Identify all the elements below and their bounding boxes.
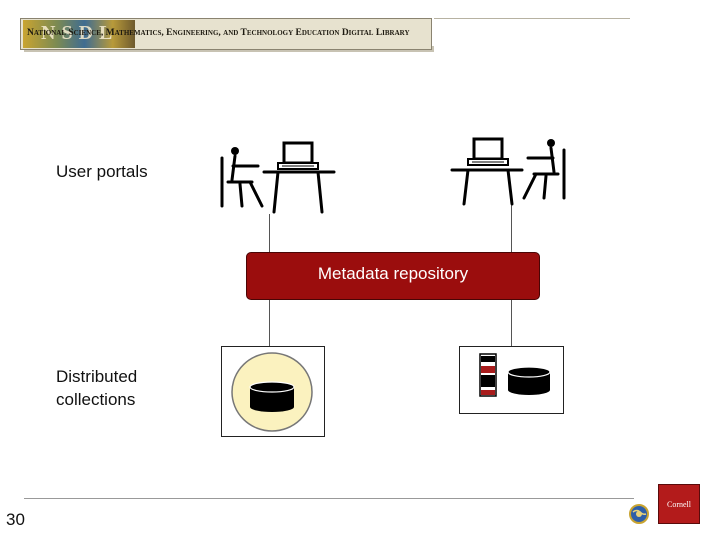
user-portals-label: User portals (56, 162, 148, 181)
connector-line-right-top (511, 205, 512, 252)
cornell-logo-text: Cornell (667, 499, 691, 509)
page-number: 30 (6, 510, 25, 529)
globe-seal-icon (629, 504, 649, 524)
connector-line-left-bottom (269, 300, 270, 346)
collection-box-right (459, 346, 564, 414)
connector-line-left-top (269, 214, 270, 252)
collection-box-left (221, 346, 325, 437)
distributed-collections-label: Distributed collections (56, 365, 137, 411)
cornell-logo: Cornell (658, 484, 700, 524)
header-banner: NSDL National Science, Mathematics, Engi… (20, 18, 432, 50)
database-icon (231, 352, 313, 432)
metadata-repository-box: Metadata repository (246, 252, 540, 300)
collections-label-line2: collections (56, 390, 136, 409)
server-database-icon (479, 353, 551, 397)
user-at-computer-icon (450, 137, 566, 206)
banner-title: National Science, Mathematics, Engineeri… (27, 28, 410, 38)
connector-line-right-bottom (511, 300, 512, 346)
collections-label-line1: Distributed (56, 367, 138, 386)
metadata-repository-label: Metadata repository (317, 264, 469, 283)
footer-rule (24, 498, 634, 499)
user-at-computer-icon (220, 141, 336, 214)
nsdl-logo-icon: NSDL (23, 20, 135, 48)
header-rule (434, 18, 630, 19)
